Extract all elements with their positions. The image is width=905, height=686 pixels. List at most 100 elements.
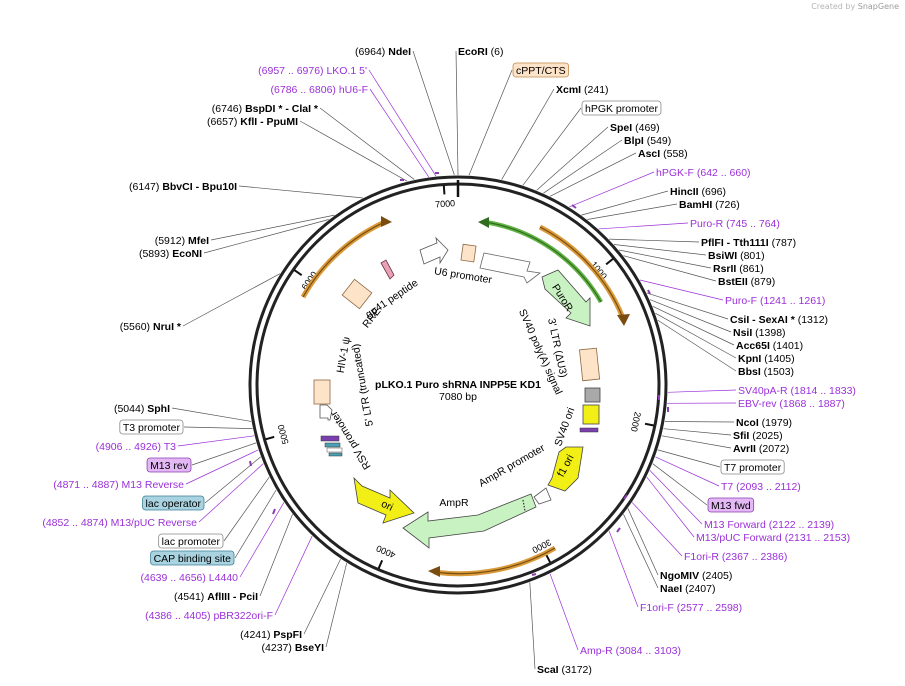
site-label-6147-bbvci-bpu10i[interactable]: (6147) BbvCI - Bpu10I xyxy=(129,181,237,193)
site-label-ngomiv-2405[interactable]: NgoMIV (2405) xyxy=(660,570,732,582)
ampr-promoter-arrow xyxy=(533,487,552,505)
ampr-dotted-mark xyxy=(522,499,526,512)
site-label-avrii-2072[interactable]: AvrII (2072) xyxy=(733,443,789,455)
site-label-4386-4405-pbr322ori-f[interactable]: (4386 .. 4405) pBR322ori-F xyxy=(145,610,273,622)
inner-label-ori: ori xyxy=(379,498,395,514)
site-label-4852-4874-m13-puc-reverse[interactable]: (4852 .. 4874) M13/pUC Reverse xyxy=(42,517,197,529)
svg-text:(6957 .. 6976) LKO.1 5': (6957 .. 6976) LKO.1 5' xyxy=(258,65,367,77)
svg-text:T3 promoter: T3 promoter xyxy=(123,422,181,434)
site-label-f1ori-f-2577-2598[interactable]: F1ori-F (2577 .. 2598) xyxy=(640,602,742,614)
site-label-bbsi-1503[interactable]: BbsI (1503) xyxy=(738,366,794,378)
site-label-5912-mfei[interactable]: (5912) MfeI xyxy=(155,235,209,247)
site-label-puro-r-745-764[interactable]: Puro-R (745 .. 764) xyxy=(690,218,780,230)
site-label-sv40pa-r-1814-1833[interactable]: SV40pA-R (1814 .. 1833) xyxy=(738,385,856,397)
site-label-acc65i-1401[interactable]: Acc65I (1401) xyxy=(736,340,803,352)
site-label-nsii-1398[interactable]: NsiI (1398) xyxy=(733,327,786,339)
site-label-bsteii-879[interactable]: BstEII (879) xyxy=(718,276,775,288)
site-label-6657-kfli-ppumi[interactable]: (6657) KflI - PpuMI xyxy=(207,116,298,128)
leader-line-4237-bseyi xyxy=(325,563,348,648)
gp41-peptide-shape xyxy=(380,259,395,280)
site-label-pflfi-tth111i-787[interactable]: PflFI - Tth111I (787) xyxy=(701,237,796,249)
leader-line-t7-2093-2112 xyxy=(655,456,720,487)
site-label-4241-pspfi[interactable]: (4241) PspFI xyxy=(240,629,302,641)
site-label-t7-2093-2112[interactable]: T7 (2093 .. 2112) xyxy=(721,481,801,493)
site-label-lac-operator[interactable]: lac operator xyxy=(142,495,205,511)
site-label-naei-2407[interactable]: NaeI (2407) xyxy=(660,583,715,595)
leader-line-4871-4887-m13-reverse xyxy=(185,449,259,485)
site-label-4237-bseyi[interactable]: (4237) BseYI xyxy=(262,642,325,654)
svg-text:(6657) KflI - PpuMI: (6657) KflI - PpuMI xyxy=(207,116,298,128)
site-label-asci-558[interactable]: AscI (558) xyxy=(638,148,688,160)
site-label-m13-rev[interactable]: M13 rev xyxy=(146,457,192,473)
svg-text:PflFI - Tth111I (787): PflFI - Tth111I (787) xyxy=(701,237,796,249)
site-label-m13-forward-2122-2139[interactable]: M13 Forward (2122 .. 2139) xyxy=(704,519,834,531)
site-label-puro-f-1241-1261[interactable]: Puro-F (1241 .. 1261) xyxy=(725,295,825,307)
site-label-spei-469[interactable]: SpeI (469) xyxy=(610,122,660,134)
site-label-hpgk-f-642-660[interactable]: hPGK-F (642 .. 660) xyxy=(656,167,751,179)
site-label-6746-bspdi-clai[interactable]: (6746) BspDI * - ClaI * xyxy=(212,103,319,115)
site-label-4871-4887-m13-reverse[interactable]: (4871 .. 4887) M13 Reverse xyxy=(53,479,184,491)
site-label-xcmi-241[interactable]: XcmI (241) xyxy=(556,84,609,96)
site-label-4906-4926-t3[interactable]: (4906 .. 4926) T3 xyxy=(96,441,177,453)
orange-arc-left-head xyxy=(381,216,392,227)
site-label-6964-ndei[interactable]: (6964) NdeI xyxy=(355,46,411,58)
orange-arc-bottom-inner xyxy=(433,547,556,575)
site-label-bsiwi-801[interactable]: BsiWI (801) xyxy=(708,250,765,262)
site-label-4639-4656-l4440[interactable]: (4639 .. 4656) L4440 xyxy=(141,572,239,584)
svg-text:M13 Forward (2122 .. 2139): M13 Forward (2122 .. 2139) xyxy=(704,519,834,531)
green-arc-puror-inner xyxy=(484,221,602,303)
svg-text:Puro-F (1241 .. 1261): Puro-F (1241 .. 1261) xyxy=(725,295,825,307)
left-white-arrow xyxy=(419,236,449,265)
site-label-f1ori-r-2367-2386[interactable]: F1ori-R (2367 .. 2386) xyxy=(684,551,787,563)
leader-line-5893-econi xyxy=(203,219,329,254)
site-label-amp-r-3084-3103[interactable]: Amp-R (3084 .. 3103) xyxy=(580,645,681,657)
site-label-ncoi-1979[interactable]: NcoI (1979) xyxy=(736,417,792,429)
inner-label-sv40-ori: SV40 ori xyxy=(552,406,577,448)
site-label-lac-promoter[interactable]: lac promoter xyxy=(158,533,224,549)
site-label-6786-6806-hu6-f[interactable]: (6786 .. 6806) hU6-F xyxy=(271,84,368,96)
tick-mark-5000 xyxy=(265,435,275,441)
site-label-t7-promoter[interactable]: T7 promoter xyxy=(720,459,785,475)
site-label-blpi-549[interactable]: BlpI (549) xyxy=(624,135,671,147)
site-label-cppt-cts[interactable]: cPPT/CTS xyxy=(512,62,569,78)
svg-text:RsrII (861): RsrII (861) xyxy=(713,263,764,275)
leader-line-sfii-2025 xyxy=(663,428,732,436)
site-label-t3-promoter[interactable]: T3 promoter xyxy=(119,419,184,435)
leader-line-6746-bspdi-clai xyxy=(319,107,415,180)
site-label-5044-sphi[interactable]: (5044) SphI xyxy=(114,403,170,415)
leader-line-m13-rev xyxy=(191,442,257,466)
site-label-csii-sexai-1312[interactable]: CsiI - SexAI * (1312) xyxy=(730,314,828,326)
site-label-hpgk-promoter[interactable]: hPGK promoter xyxy=(581,100,662,116)
leader-line-ncoi-1979 xyxy=(664,421,735,423)
leader-line-rsrii-861 xyxy=(618,249,712,269)
site-label-5560-nrui[interactable]: (5560) NruI * xyxy=(120,321,182,333)
site-label-m13-fwd[interactable]: M13 fwd xyxy=(707,497,755,513)
leader-line-bamhi-726 xyxy=(587,203,678,220)
site-label-rsrii-861[interactable]: RsrII (861) xyxy=(713,263,764,275)
leader-line-ngomiv-2405 xyxy=(627,508,659,576)
site-label-kpni-1405[interactable]: KpnI (1405) xyxy=(738,353,795,365)
site-label-ecori-6[interactable]: EcoRI (6) xyxy=(458,46,504,58)
svg-text:NgoMIV (2405): NgoMIV (2405) xyxy=(660,570,732,582)
leader-line-m13-fwd xyxy=(652,463,708,506)
svg-text:(6746) BspDI * - ClaI *: (6746) BspDI * - ClaI * xyxy=(212,103,319,115)
svg-text:T7 (2093 .. 2112): T7 (2093 .. 2112) xyxy=(721,481,801,493)
site-label-5893-econi[interactable]: (5893) EcoNI xyxy=(139,248,202,260)
site-label-cap-binding-site[interactable]: CAP binding site xyxy=(150,550,235,566)
site-label-scai-3172[interactable]: ScaI (3172) xyxy=(537,664,592,676)
site-label-6957-6976-lko-1-5[interactable]: (6957 .. 6976) LKO.1 5' xyxy=(258,65,367,77)
site-label-sfii-2025[interactable]: SfiI (2025) xyxy=(733,430,783,442)
site-label-bamhi-726[interactable]: BamHI (726) xyxy=(679,199,740,211)
leader-line-cap-binding-site xyxy=(234,489,277,559)
site-label-hincii-696[interactable]: HincII (696) xyxy=(670,186,726,198)
site-label-m13-puc-forward-2131-2153[interactable]: M13/pUC Forward (2131 .. 2153) xyxy=(696,532,850,544)
leader-line-lac-operator xyxy=(204,456,261,504)
leader-line-4852-4874-m13-puc-reverse xyxy=(198,463,264,523)
leader-line-4541-afliii-pcii xyxy=(259,514,293,597)
svg-text:EcoRI (6): EcoRI (6) xyxy=(458,46,504,58)
site-label-ebv-rev-1868-1887[interactable]: EBV-rev (1868 .. 1887) xyxy=(738,398,845,410)
svg-text:(4241) PspFI: (4241) PspFI xyxy=(240,629,302,641)
tick-label-5000: 5000 xyxy=(276,423,291,445)
svg-text:M13/pUC Forward (2131 .. 215: M13/pUC Forward (2131 .. 2153) xyxy=(696,532,850,544)
site-label-4541-afliii-pcii[interactable]: (4541) AflIII - PciI xyxy=(174,591,258,603)
